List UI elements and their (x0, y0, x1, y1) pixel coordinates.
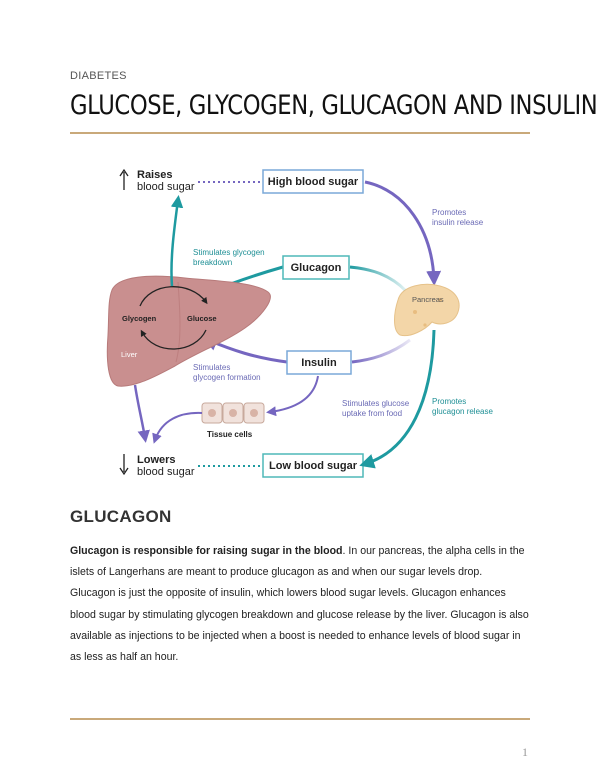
high-blood-sugar-box: High blood sugar (262, 169, 364, 194)
body-paragraph: Glucagon is responsible for raising suga… (70, 541, 530, 668)
section-heading: GLUCAGON (70, 507, 172, 526)
page-number: 1 (522, 745, 528, 759)
glucagon-label: Glucagon (291, 262, 342, 274)
glucagon-to-liver-arrow (349, 265, 407, 292)
raises-title: Raises (137, 169, 172, 181)
liver-illustration: Liver Glycogen Glucose (106, 275, 271, 387)
lead-sentence: Glucagon is responsible for raising suga… (70, 545, 343, 557)
tissue-lowers-arrow (152, 411, 203, 444)
tissue-cells-label: Tissue cells (207, 430, 253, 439)
promotes-insulin-label-2: insulin release (432, 218, 484, 227)
insulin-label: Insulin (301, 357, 337, 369)
liver-lowers-arrow (133, 384, 150, 443)
lowers-subtitle: blood sugar (137, 466, 195, 478)
promotes-insulin-label-1: Promotes (432, 208, 466, 217)
top-divider (70, 132, 530, 134)
lowers-indicator: Lowers blood sugar (119, 454, 195, 478)
promotes-glucagon-label-1: Promotes (432, 397, 466, 406)
pancreas-illustration: Pancreas (394, 283, 460, 337)
glucagon-box: Glucagon (282, 255, 350, 280)
liver-raises-arrow (170, 195, 184, 287)
glucose-to-glycogen-cycle-arrow (140, 329, 207, 350)
raises-indicator: Raises blood sugar (119, 168, 195, 193)
glucose-regulation-diagram: Raises blood sugar Lowers blood sugar Hi… (106, 168, 493, 478)
high-blood-sugar-label: High blood sugar (268, 176, 359, 188)
pancreas-label: Pancreas (412, 295, 444, 304)
low-blood-sugar-label: Low blood sugar (269, 460, 358, 472)
stim-breakdown-label-2: breakdown (193, 258, 232, 267)
glycogen-to-glucose-cycle-arrow (139, 286, 208, 307)
glucose-label: Glucose (187, 314, 217, 323)
liver-label: Liver (121, 350, 138, 359)
promotes-glucagon-label-2: glucagon release (432, 407, 493, 416)
insulin-from-pancreas-arrow (351, 338, 411, 364)
stim-formation-label-2: glycogen formation (193, 373, 261, 382)
low-blood-sugar-box: Low blood sugar (262, 453, 364, 478)
insulin-box: Insulin (286, 350, 352, 375)
raises-subtitle: blood sugar (137, 181, 195, 193)
insulin-box-to-liver-arrow (202, 336, 288, 364)
section-kicker: DIABETES (70, 70, 127, 82)
insulin-to-tissue-arrow (266, 375, 319, 417)
paragraph-body: . In our pancreas, the alpha cells in th… (70, 545, 529, 664)
promotes-glucagon-arrow (359, 329, 436, 469)
page-title: GLUCOSE, GLYCOGEN, GLUCAGON AND INSULIN (70, 90, 598, 121)
lowers-title: Lowers (137, 454, 176, 466)
glycogen-label: Glycogen (122, 314, 157, 323)
stim-formation-label-1: Stimulates (193, 363, 230, 372)
promotes-insulin-arrow (364, 180, 442, 286)
stim-uptake-label-2: uptake from food (342, 409, 402, 418)
bottom-divider (70, 718, 530, 720)
stim-uptake-label-1: Stimulates glucose (342, 399, 410, 408)
tissue-cells-illustration: Tissue cells (201, 402, 265, 439)
stim-breakdown-label-1: Stimulates glycogen (193, 248, 265, 257)
